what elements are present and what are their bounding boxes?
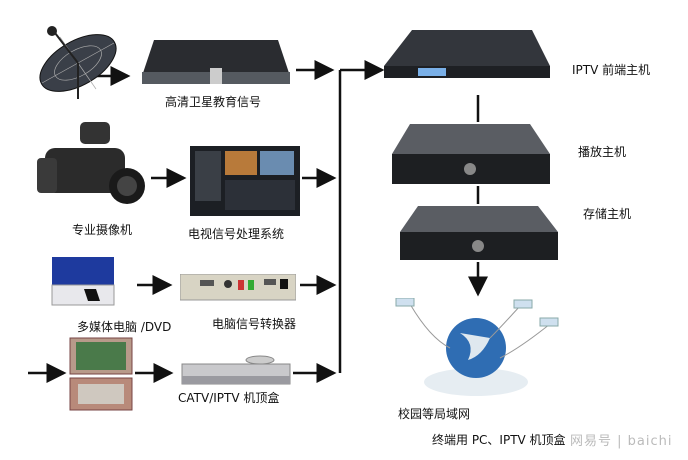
label-video-processing: 电视信号处理系统	[188, 227, 285, 241]
label-signal-converter: 电脑信号转换器	[212, 317, 297, 331]
signal-converter-image	[180, 274, 296, 301]
storage-server-image	[400, 206, 558, 260]
label-set-top-box: CATV/IPTV 机顶盒	[178, 391, 280, 405]
video-processing-screen-image	[190, 146, 300, 216]
label-storage-server: 存储主机	[583, 207, 632, 221]
label-camera: 专业摄像机	[72, 223, 133, 237]
set-top-box-image	[181, 355, 291, 385]
catv-amplifier-image	[69, 337, 133, 411]
label-multimedia-pc: 多媒体电脑 /DVD	[77, 320, 172, 334]
watermark: 网易号 | baichi	[570, 434, 673, 449]
playback-server-image	[392, 124, 550, 184]
satellite-receiver-image	[142, 40, 290, 84]
label-frontend-server: IPTV 前端主机	[572, 63, 651, 77]
label-satellite-signal: 高清卫星教育信号	[165, 95, 262, 109]
label-terminals: 终端用 PC、IPTV 机顶盒	[432, 433, 566, 447]
multimedia-pc-image	[51, 257, 115, 306]
network-globe-icon	[395, 298, 559, 396]
label-lan: 校园等局域网	[398, 407, 471, 421]
label-playback-server: 播放主机	[578, 145, 627, 159]
satellite-dish-icon	[39, 26, 117, 99]
iptv-frontend-server-image	[384, 30, 550, 78]
camcorder-image	[37, 122, 145, 204]
